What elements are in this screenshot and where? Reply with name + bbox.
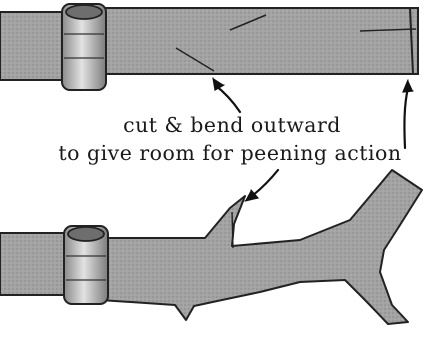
- bottom-ferrule: [64, 226, 108, 304]
- arrow-to-top-left-cut: [213, 78, 240, 112]
- caption-line-1: cut & bend outward: [8, 113, 448, 137]
- bottom-bar-forked-body: [100, 170, 422, 324]
- caption-line-2: to give room for peening action: [6, 141, 448, 165]
- top-bar: [0, 4, 418, 90]
- top-ferrule: [62, 4, 106, 90]
- bottom-bar-left-stub: [0, 233, 70, 295]
- arrow-to-bottom-cut: [245, 170, 278, 201]
- top-bar-left-stub: [0, 12, 70, 80]
- bottom-bar: [0, 170, 422, 324]
- bottom-bar-cut: [232, 212, 233, 248]
